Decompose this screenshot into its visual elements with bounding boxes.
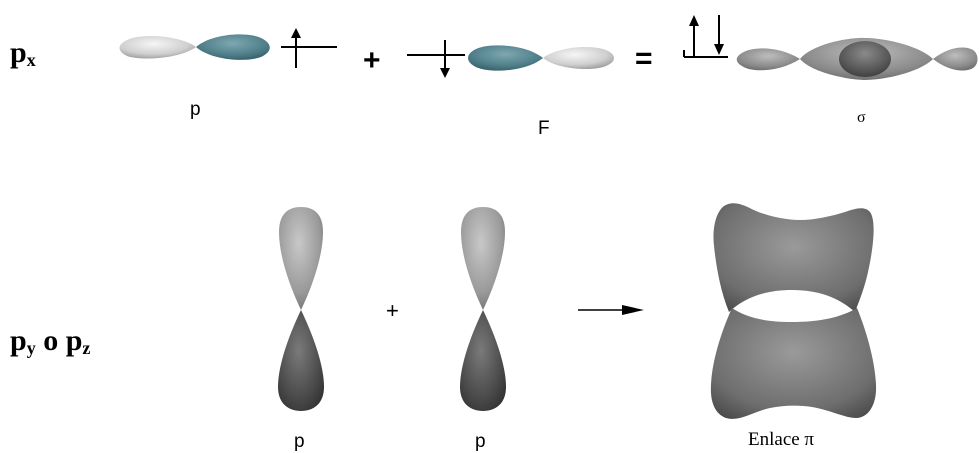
label-px-sub: x (27, 50, 36, 70)
sigma-core (839, 41, 891, 77)
caption-sigma: σ (857, 110, 866, 126)
caption-p-right-bottom: p (475, 432, 486, 451)
reaction-arrow (578, 305, 644, 315)
p-orbital-vertical-left (278, 207, 324, 411)
orbital-lobe-upper (461, 207, 505, 310)
electron-pair (684, 15, 728, 57)
label-pz-base: p (66, 324, 83, 357)
electron-spin-down (407, 40, 465, 78)
sigma-lobe-right (933, 47, 978, 70)
label-py-base: p (10, 324, 27, 357)
orbital-lobe-teal (468, 45, 543, 70)
orbital-lobe-teal (196, 34, 270, 60)
sigma-bond-orbital (737, 38, 978, 80)
orbital-lobe-lower (460, 310, 506, 411)
p-orbital-right-top (468, 45, 614, 70)
p-orbital-vertical-right (460, 207, 506, 411)
orbital-lobe-lower (278, 310, 324, 411)
equals-sign-top: = (635, 44, 653, 74)
pi-lobe-upper (713, 203, 873, 312)
label-pz-sub: z (82, 338, 90, 358)
label-px-base: p (10, 36, 27, 69)
p-orbital-left-top (120, 34, 270, 60)
caption-p-right-top: F (538, 119, 550, 138)
caption-p-left-bottom: p (294, 432, 305, 451)
label-py-pz: py o pz (10, 326, 90, 357)
caption-pi-bond: Enlace π (748, 430, 814, 449)
plus-sign-bottom: + (386, 300, 399, 322)
label-o: o (43, 324, 58, 357)
sigma-lobe-left (737, 48, 800, 70)
pi-bond-orbital (711, 203, 876, 419)
caption-p-left-top: p (190, 100, 201, 119)
plus-sign-top: + (363, 46, 381, 76)
electron-spin-up (281, 28, 337, 68)
label-py-sub: y (27, 338, 36, 358)
orbital-lobe-light (543, 47, 614, 69)
orbital-lobe-light (120, 36, 197, 59)
pi-lobe-lower (711, 308, 876, 419)
label-px: px (10, 38, 36, 69)
orbital-lobe-upper (279, 207, 323, 310)
